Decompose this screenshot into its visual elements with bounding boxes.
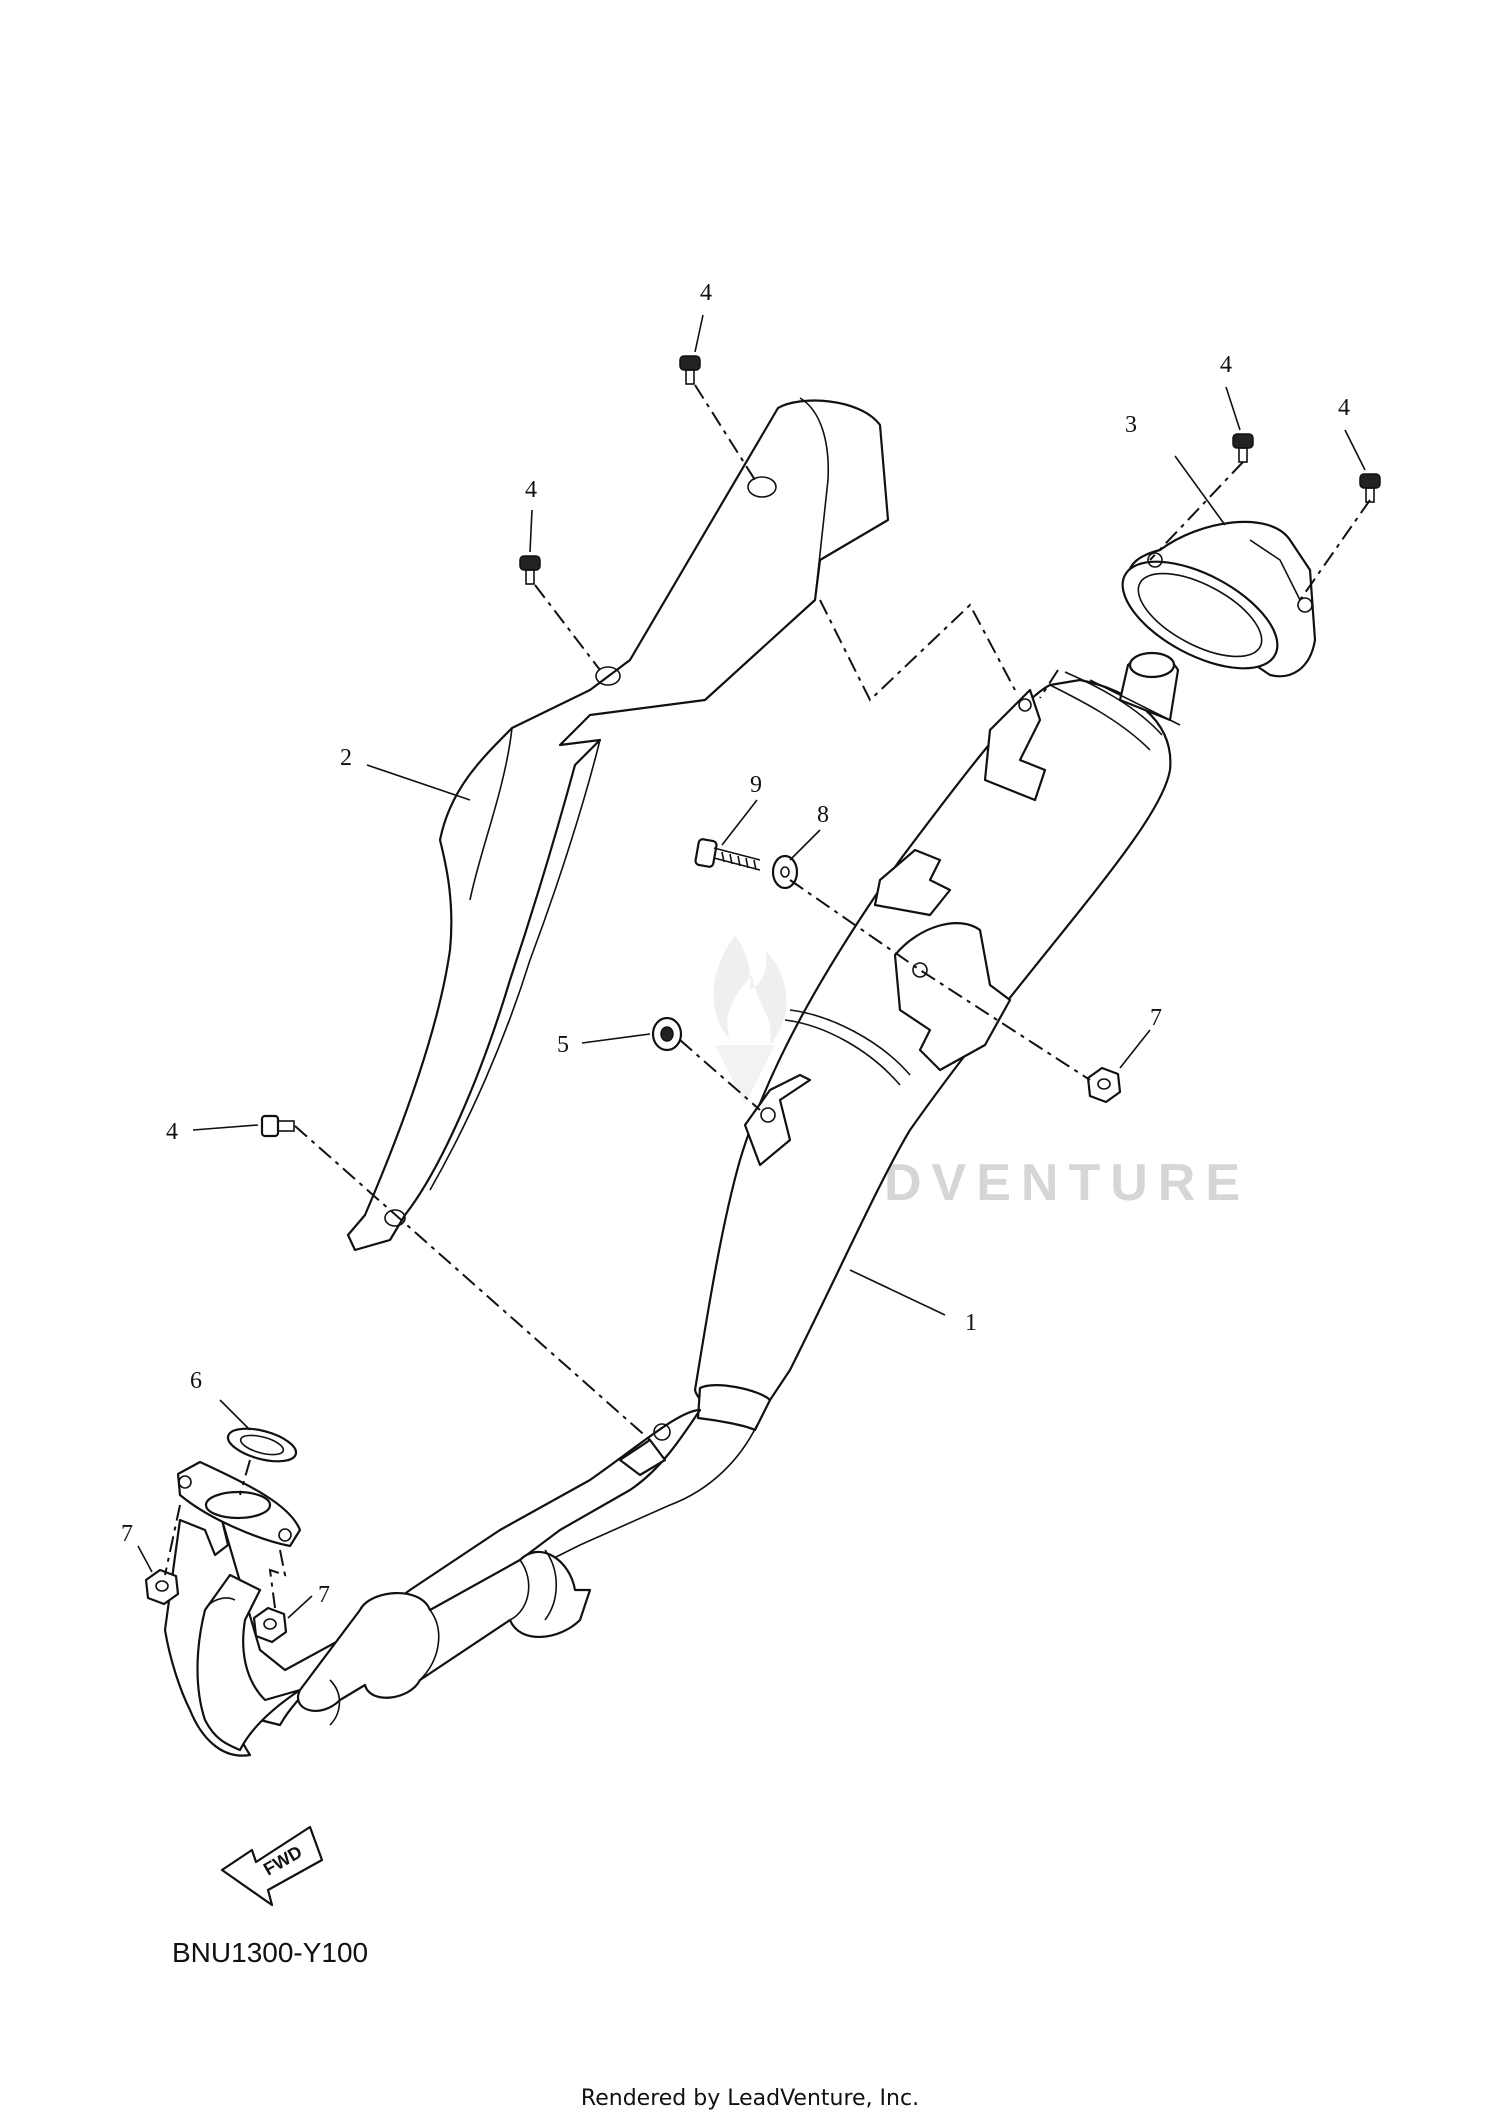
footer-credit: Rendered by LeadVenture, Inc. [581,2086,919,2111]
nut-7-left [144,1568,180,1606]
callout-8: 8 [817,802,829,828]
muffler-assembly-part [163,651,1181,1757]
callout-1: 1 [965,1310,977,1336]
callout-4-cap-right: 4 [1338,395,1350,421]
callout-4-top: 4 [700,280,712,306]
callout-9: 9 [750,772,762,798]
bolt-9-part [694,838,761,871]
callout-7-left: 7 [121,1521,133,1547]
callout-4-cap-left: 4 [1220,352,1232,378]
gasket-part [226,1427,298,1463]
leader-lines [137,314,1366,1619]
callout-3: 3 [1125,412,1137,438]
callout-5: 5 [557,1032,569,1058]
watermark-logo-icon [713,935,787,1105]
callout-7-right: 7 [1150,1005,1162,1031]
grommet-5-part [651,1016,683,1052]
callout-7-middle: 7 [318,1582,330,1608]
callout-4-lower: 4 [166,1119,178,1145]
callout-4-shield: 4 [525,477,537,503]
heat-shield-part [346,397,890,1252]
nut-7-right [1086,1066,1122,1104]
end-cap-part [1121,520,1317,678]
fwd-arrow-icon: FWD [220,1825,324,1907]
callout-2: 2 [340,745,352,771]
nut-7-middle [252,1606,288,1644]
bolt-4-cap-right [1359,473,1381,503]
bolt-4-top [679,355,701,385]
assembly-lines [164,384,1371,1609]
bolt-4-lower [260,1114,295,1138]
bolt-4-cap-left [1232,433,1254,463]
bolt-4-left-upper [519,555,541,585]
diagram-code: BNU1300-Y100 [172,1937,368,1968]
callout-6: 6 [190,1368,202,1394]
